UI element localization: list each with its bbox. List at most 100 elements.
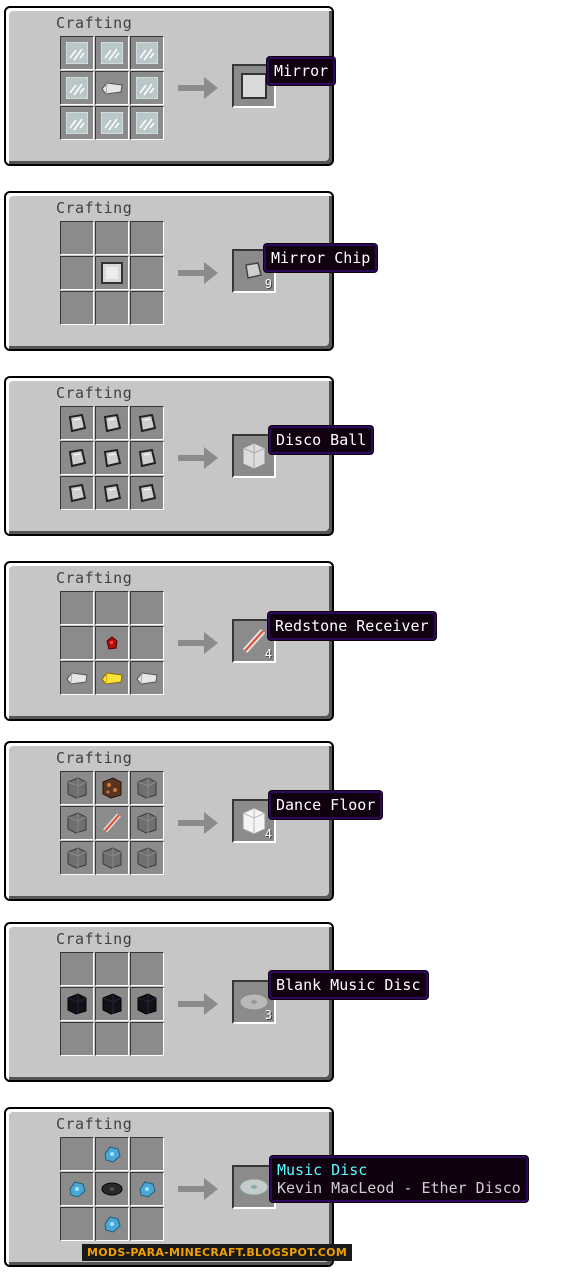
crafting-slot[interactable] <box>130 441 164 475</box>
crafting-slot[interactable] <box>130 1207 164 1241</box>
panel-title: Crafting <box>56 199 133 217</box>
crafting-slot[interactable] <box>60 476 94 510</box>
crafting-slot[interactable] <box>95 106 129 140</box>
crafting-slot[interactable] <box>130 36 164 70</box>
crafting-slot[interactable] <box>95 841 129 875</box>
arrow-right-icon <box>176 990 220 1018</box>
crafting-slot[interactable] <box>60 1022 94 1056</box>
crafting-slot[interactable] <box>130 591 164 625</box>
tooltip-title: Dance Floor <box>276 796 376 814</box>
panel-title: Crafting <box>56 749 133 767</box>
arrow-right-icon <box>176 444 220 472</box>
crafting-slot[interactable] <box>60 591 94 625</box>
arrow-right-icon <box>176 259 220 287</box>
item-tooltip: Mirror <box>267 57 336 85</box>
item-tooltip: Dance Floor <box>269 791 383 819</box>
output-slot[interactable]: 3 <box>232 980 276 1024</box>
crafting-slot[interactable] <box>95 661 129 695</box>
panel-title: Crafting <box>56 569 133 587</box>
crafting-slot[interactable] <box>95 36 129 70</box>
crafting-panel: Crafting <box>4 376 334 536</box>
crafting-slot[interactable] <box>60 106 94 140</box>
crafting-grid <box>60 36 164 140</box>
crafting-slot[interactable] <box>95 256 129 290</box>
crafting-slot[interactable] <box>95 476 129 510</box>
crafting-grid <box>60 952 164 1056</box>
item-count: 3 <box>264 1008 272 1022</box>
crafting-slot[interactable] <box>60 441 94 475</box>
tooltip-title: Mirror <box>274 62 329 80</box>
crafting-slot[interactable] <box>60 661 94 695</box>
crafting-slot[interactable] <box>130 952 164 986</box>
crafting-slot[interactable] <box>60 406 94 440</box>
crafting-slot[interactable] <box>130 1022 164 1056</box>
crafting-slot[interactable] <box>130 987 164 1021</box>
crafting-slot[interactable] <box>60 1172 94 1206</box>
output-slot[interactable] <box>232 434 276 478</box>
tooltip-title: Music Disc <box>277 1161 368 1179</box>
crafting-slot[interactable] <box>60 1137 94 1171</box>
crafting-slot[interactable] <box>130 841 164 875</box>
watermark: MODS-PARA-MINECRAFT.BLOGSPOT.COM <box>82 1244 353 1261</box>
item-tooltip: Disco Ball <box>269 426 374 454</box>
crafting-slot[interactable] <box>95 1207 129 1241</box>
crafting-slot[interactable] <box>130 476 164 510</box>
crafting-slot[interactable] <box>130 1137 164 1171</box>
item-tooltip: Redstone Receiver <box>268 612 436 640</box>
panel-title: Crafting <box>56 384 133 402</box>
panel-title: Crafting <box>56 1115 133 1133</box>
crafting-slot[interactable] <box>130 71 164 105</box>
crafting-grid <box>60 591 164 695</box>
item-tooltip: Mirror Chip <box>264 244 378 272</box>
crafting-slot[interactable] <box>95 987 129 1021</box>
crafting-slot[interactable] <box>130 291 164 325</box>
crafting-slot[interactable] <box>130 406 164 440</box>
crafting-slot[interactable] <box>60 841 94 875</box>
crafting-slot[interactable] <box>95 71 129 105</box>
crafting-slot[interactable] <box>130 221 164 255</box>
crafting-slot[interactable] <box>95 1172 129 1206</box>
crafting-slot[interactable] <box>95 806 129 840</box>
crafting-panel: Crafting <box>4 6 334 166</box>
crafting-slot[interactable] <box>60 221 94 255</box>
panel-title: Crafting <box>56 14 133 32</box>
crafting-slot[interactable] <box>130 771 164 805</box>
crafting-slot[interactable] <box>60 771 94 805</box>
crafting-slot[interactable] <box>60 256 94 290</box>
crafting-slot[interactable] <box>95 1137 129 1171</box>
crafting-slot[interactable] <box>95 441 129 475</box>
crafting-slot[interactable] <box>60 987 94 1021</box>
arrow-right-icon <box>176 809 220 837</box>
crafting-slot[interactable] <box>95 626 129 660</box>
crafting-slot[interactable] <box>95 291 129 325</box>
crafting-slot[interactable] <box>95 1022 129 1056</box>
tooltip-subtitle: Kevin MacLeod - Ether Disco <box>277 1179 521 1197</box>
crafting-grid <box>60 221 164 325</box>
crafting-slot[interactable] <box>130 806 164 840</box>
tooltip-title: Disco Ball <box>276 431 367 449</box>
crafting-slot[interactable] <box>60 626 94 660</box>
crafting-slot[interactable] <box>95 952 129 986</box>
crafting-slot[interactable] <box>95 591 129 625</box>
item-tooltip: Blank Music Disc <box>269 971 428 999</box>
crafting-slot[interactable] <box>130 106 164 140</box>
crafting-panel: Crafting 4 <box>4 741 334 901</box>
crafting-slot[interactable] <box>60 291 94 325</box>
crafting-slot[interactable] <box>60 952 94 986</box>
crafting-slot[interactable] <box>130 661 164 695</box>
crafting-slot[interactable] <box>60 71 94 105</box>
crafting-slot[interactable] <box>60 1207 94 1241</box>
item-count: 4 <box>264 647 272 661</box>
crafting-panel: Crafting 3 <box>4 922 334 1082</box>
crafting-slot[interactable] <box>95 771 129 805</box>
crafting-slot[interactable] <box>60 806 94 840</box>
crafting-slot[interactable] <box>130 1172 164 1206</box>
crafting-slot[interactable] <box>95 406 129 440</box>
panel-title: Crafting <box>56 930 133 948</box>
crafting-slot[interactable] <box>60 36 94 70</box>
crafting-slot[interactable] <box>130 626 164 660</box>
crafting-slot[interactable] <box>130 256 164 290</box>
output-slot[interactable]: 4 <box>232 799 276 843</box>
crafting-slot[interactable] <box>95 221 129 255</box>
